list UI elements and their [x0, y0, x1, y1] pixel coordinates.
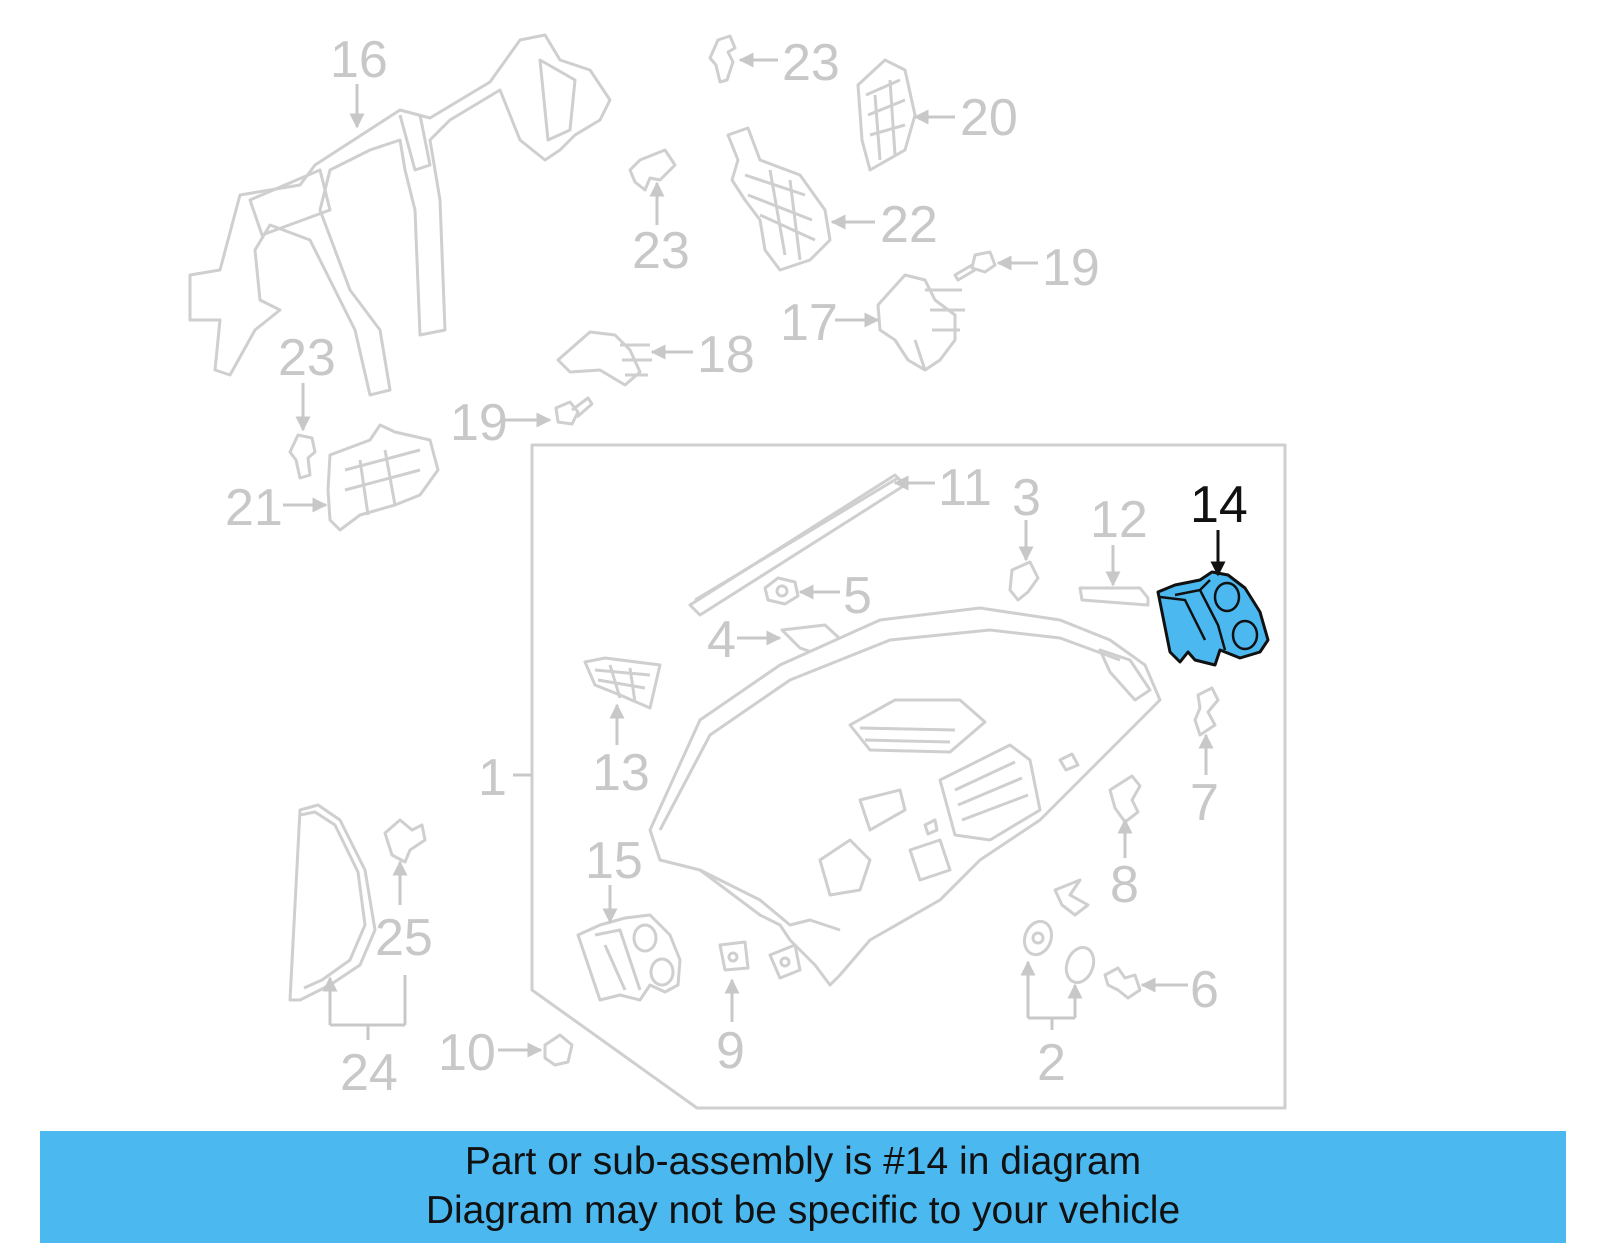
part-17-mount-bracket [876, 273, 965, 372]
part-14-highlighted [1156, 570, 1270, 667]
callout-17: 17 [780, 294, 838, 352]
callout-15: 15 [585, 832, 643, 890]
part-25-clip [383, 818, 427, 864]
callout-13: 13 [592, 744, 650, 802]
callout-4: 4 [707, 611, 736, 669]
callout-8: 8 [1110, 856, 1139, 914]
part-24-side-trim-panel [288, 803, 377, 1002]
callout-20: 20 [960, 89, 1018, 147]
callout-9: 9 [716, 1022, 745, 1080]
callout-7: 7 [1190, 774, 1219, 832]
callout-14: 14 [1190, 476, 1248, 534]
part-23-clip-mid [628, 148, 677, 192]
callout-16: 16 [330, 31, 388, 89]
part-20-vent-grille [856, 58, 917, 172]
part-12-trim-strip [1078, 586, 1150, 607]
banner-line-disclaimer: Diagram may not be specific to your vehi… [425, 1189, 1181, 1232]
part-8-clip [1108, 774, 1142, 824]
callout-19-lower: 19 [450, 394, 508, 452]
part-1-instrument-panel [648, 606, 1162, 987]
part-6-bolt [1103, 966, 1142, 1000]
callout-24: 24 [340, 1044, 398, 1102]
part-18-bracket [556, 330, 652, 387]
part-21-duct-bracket [326, 423, 440, 532]
part-2-grommets [1022, 878, 1096, 984]
callout-25: 25 [375, 909, 433, 967]
callout-19-top: 19 [1042, 239, 1100, 297]
part-7-clip [1193, 686, 1220, 737]
part-22-side-bracket [726, 126, 832, 272]
part-15-vent-housing [576, 913, 682, 1002]
callout-23-top: 23 [782, 34, 840, 92]
part-5-nut [763, 576, 800, 606]
callout-21: 21 [225, 479, 283, 537]
part-23-clip-left [288, 433, 317, 480]
part-9-retainer [718, 940, 802, 980]
callout-6: 6 [1190, 961, 1219, 1019]
callout-18: 18 [697, 326, 755, 384]
part-3-clip [1008, 560, 1040, 602]
callout-1: 1 [478, 749, 507, 807]
part-13-side-vent [583, 656, 662, 710]
part-info-banner: Part or sub-assembly is #14 in diagram D… [40, 1131, 1566, 1243]
callout-2: 2 [1037, 1034, 1066, 1092]
callout-23-left: 23 [278, 329, 336, 387]
callout-3: 3 [1012, 469, 1041, 527]
callout-11: 11 [938, 459, 992, 517]
callout-22: 22 [880, 196, 938, 254]
callout-5: 5 [843, 567, 872, 625]
part-16-dash-frame [188, 33, 612, 397]
callout-10: 10 [438, 1024, 496, 1082]
banner-line-part-number: Part or sub-assembly is #14 in diagram [464, 1140, 1142, 1183]
callout-23-mid: 23 [632, 222, 690, 280]
part-19-bolt-lower [554, 396, 594, 426]
dashboard-assembly-outline [530, 443, 1287, 1110]
callout-12: 12 [1090, 491, 1148, 549]
part-23-clip-top [708, 34, 737, 84]
part-10-push-pin [543, 1033, 574, 1067]
part-19-bolt-top [953, 250, 997, 282]
